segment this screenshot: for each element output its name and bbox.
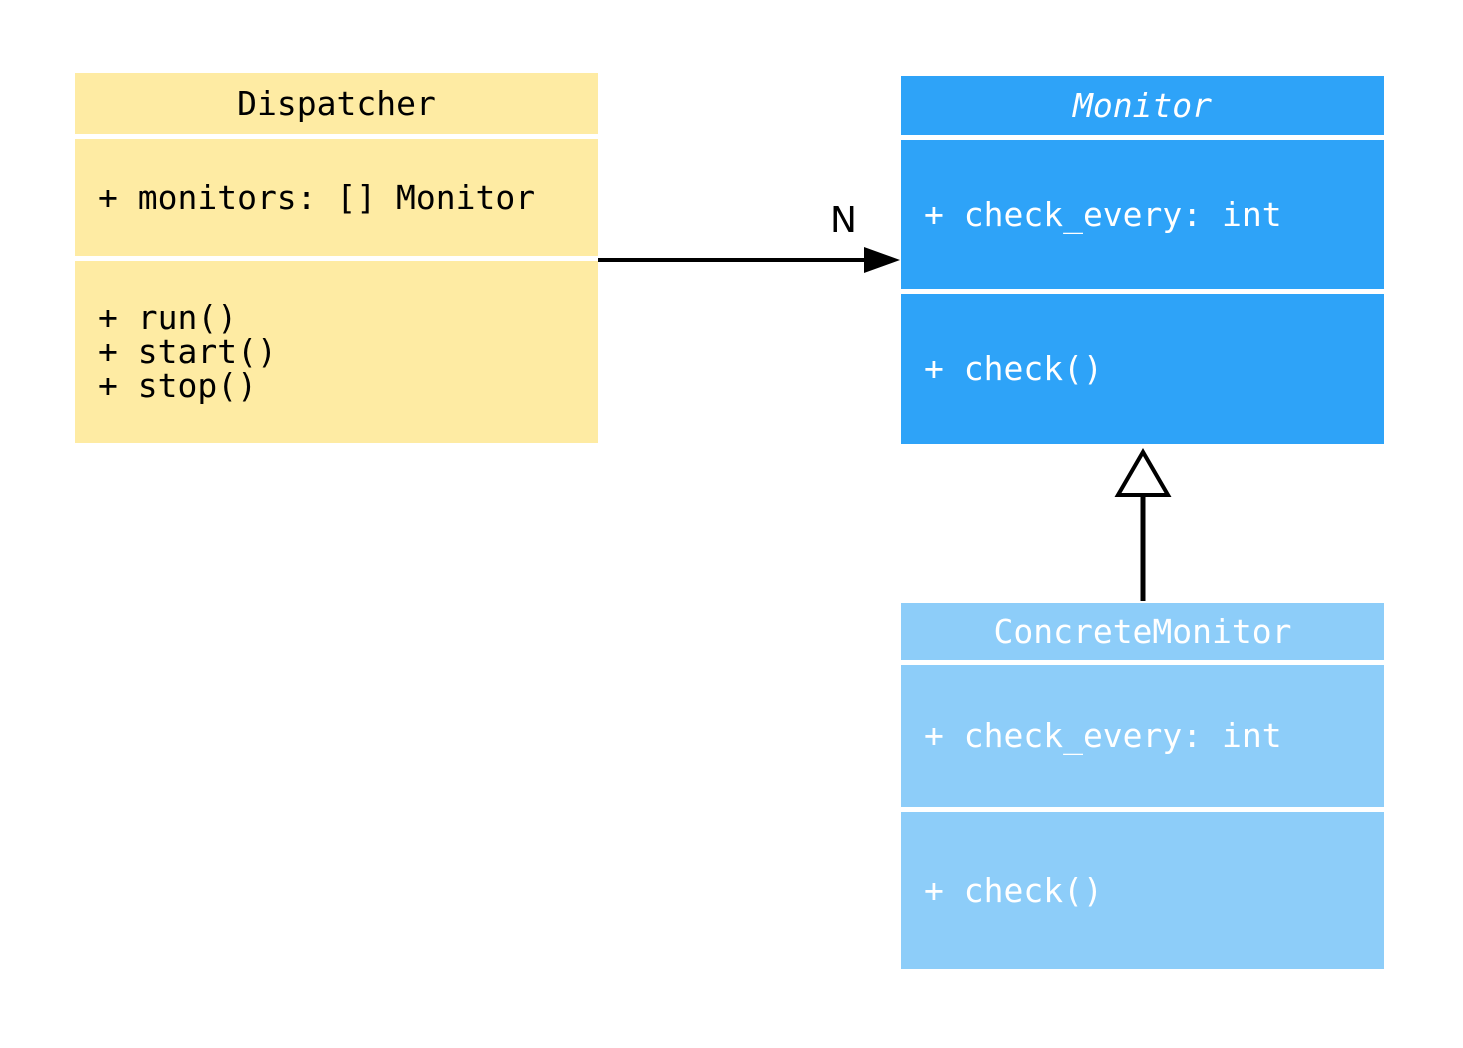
class-box-monitor: Monitor + check_every: int + check() <box>901 76 1384 444</box>
method-stop: + stop() <box>98 366 257 405</box>
attribute-monitors: + monitors: [] Monitor <box>98 177 536 217</box>
class-attributes-monitor: + check_every: int <box>901 140 1384 289</box>
hollow-triangle-arrowhead-icon <box>1114 448 1172 497</box>
class-methods-concrete-monitor: + check() <box>901 812 1384 969</box>
method-start: + start() <box>98 332 277 371</box>
method-check: + check() <box>924 349 1103 388</box>
class-title-dispatcher: Dispatcher <box>75 73 598 134</box>
association-arrow <box>598 247 900 273</box>
inheritance-arrow <box>1114 448 1172 601</box>
class-title-concrete-monitor: ConcreteMonitor <box>901 603 1384 660</box>
class-methods-monitor: + check() <box>901 294 1384 444</box>
class-attributes-concrete-monitor: + check_every: int <box>901 665 1384 807</box>
class-box-concrete-monitor: ConcreteMonitor + check_every: int + che… <box>901 603 1384 969</box>
method-check: + check() <box>924 870 1103 910</box>
method-run: + run() <box>98 298 238 337</box>
class-title-monitor: Monitor <box>901 76 1384 135</box>
class-box-dispatcher: Dispatcher + monitors: [] Monitor + run(… <box>75 73 598 443</box>
attribute-check-every: + check_every: int <box>924 716 1282 755</box>
class-methods-dispatcher: + run() + start() + stop() <box>75 261 598 443</box>
association-multiplicity-label: N <box>830 200 857 241</box>
filled-arrowhead-icon <box>864 247 900 273</box>
attribute-check-every: + check_every: int <box>924 194 1282 234</box>
class-attributes-dispatcher: + monitors: [] Monitor <box>75 139 598 256</box>
